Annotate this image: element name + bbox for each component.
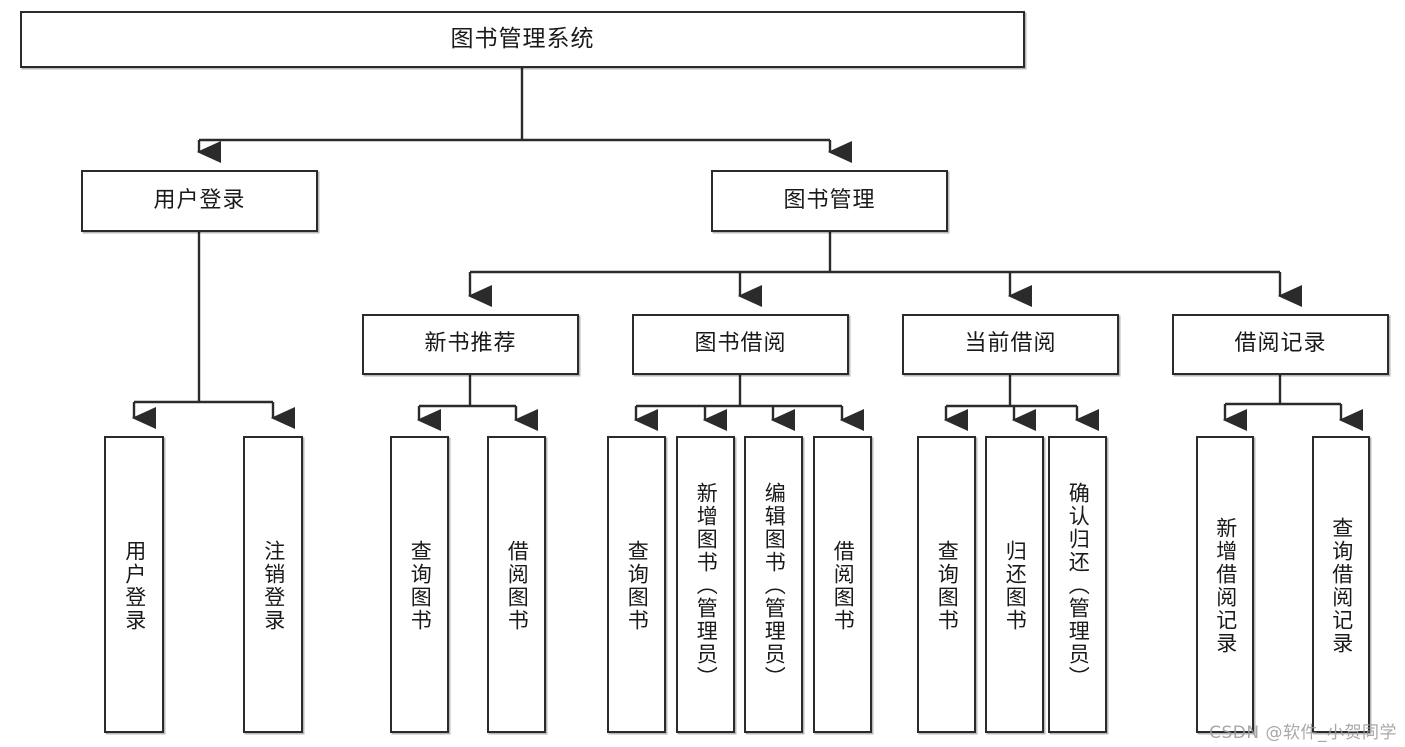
node-leaf-add-book-label: 新增图书（管理员） (694, 482, 719, 689)
node-leaf-logout[interactable]: 注销登录 (243, 436, 303, 733)
node-leaf-borrow-book-rec-label: 借阅图书 (505, 539, 530, 632)
node-current-borrow-label: 当前借阅 (964, 331, 1057, 357)
node-new-book-rec[interactable]: 新书推荐 (362, 314, 579, 375)
node-leaf-add-book[interactable]: 新增图书（管理员） (676, 436, 735, 733)
node-leaf-edit-book[interactable]: 编辑图书（管理员） (744, 436, 803, 733)
node-leaf-confirm-return-label: 确认归还（管理员） (1066, 482, 1091, 689)
node-leaf-query-book-rec-label: 查询图书 (408, 539, 433, 632)
node-user-login-label: 用户登录 (153, 187, 246, 213)
node-book-manage[interactable]: 图书管理 (711, 170, 948, 232)
node-leaf-borrow-book-label: 借阅图书 (831, 539, 856, 632)
node-leaf-query-book-borrow-label: 查询图书 (625, 539, 650, 632)
node-leaf-query-book-current[interactable]: 查询图书 (917, 436, 976, 733)
node-book-borrow-label: 图书借阅 (694, 331, 787, 357)
node-leaf-return-book-label: 归还图书 (1003, 539, 1028, 632)
node-leaf-add-record-label: 新增借阅记录 (1213, 516, 1238, 655)
node-book-manage-label: 图书管理 (783, 187, 876, 213)
node-leaf-edit-book-label: 编辑图书（管理员） (762, 482, 787, 689)
node-leaf-confirm-return[interactable]: 确认归还（管理员） (1048, 436, 1107, 733)
node-leaf-query-book-borrow[interactable]: 查询图书 (607, 436, 666, 733)
node-leaf-borrow-book-rec[interactable]: 借阅图书 (487, 436, 546, 733)
node-root-label: 图书管理系统 (450, 25, 595, 52)
node-book-borrow[interactable]: 图书借阅 (632, 314, 849, 375)
node-leaf-logout-label: 注销登录 (261, 539, 286, 632)
node-borrow-record-label: 借阅记录 (1234, 331, 1327, 357)
node-leaf-query-book-rec[interactable]: 查询图书 (390, 436, 449, 733)
watermark: CSDN @软件_小贺同学 (1209, 723, 1397, 743)
node-new-book-rec-label: 新书推荐 (424, 331, 517, 357)
node-leaf-query-record[interactable]: 查询借阅记录 (1312, 436, 1370, 733)
node-leaf-user-login[interactable]: 用户登录 (104, 436, 164, 733)
node-leaf-return-book[interactable]: 归还图书 (985, 436, 1044, 733)
node-leaf-query-book-current-label: 查询图书 (935, 539, 960, 632)
node-leaf-user-login-label: 用户登录 (122, 539, 147, 632)
node-root[interactable]: 图书管理系统 (20, 11, 1025, 68)
node-leaf-borrow-book[interactable]: 借阅图书 (813, 436, 872, 733)
node-current-borrow[interactable]: 当前借阅 (902, 314, 1119, 375)
node-leaf-query-record-label: 查询借阅记录 (1329, 516, 1354, 655)
node-borrow-record[interactable]: 借阅记录 (1172, 314, 1389, 375)
node-leaf-add-record[interactable]: 新增借阅记录 (1196, 436, 1254, 733)
node-user-login[interactable]: 用户登录 (81, 170, 318, 232)
